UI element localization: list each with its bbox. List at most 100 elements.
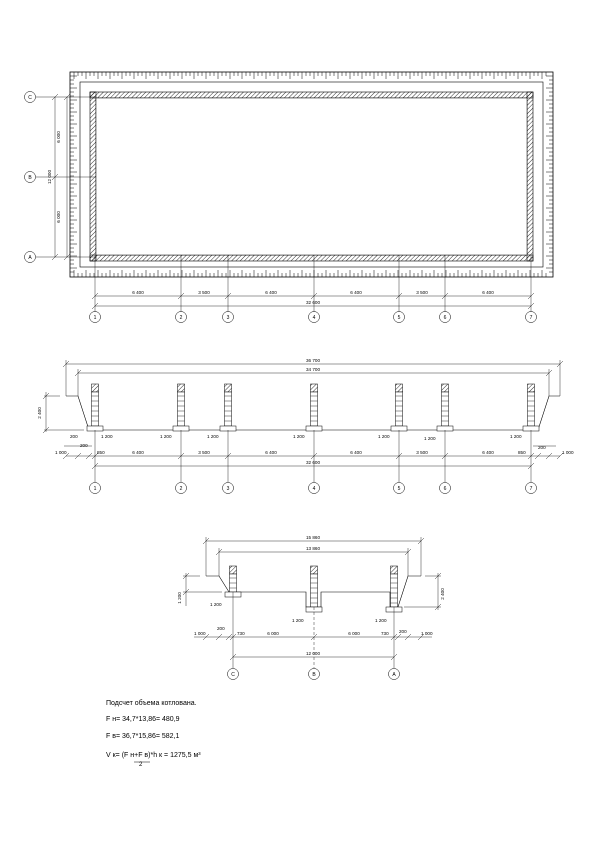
plan-col-axis-6: 6 (444, 315, 447, 321)
cross-footing-3: 1 200 (375, 618, 387, 623)
long-edge-inner-right: 850 (518, 450, 526, 455)
long-footing-offset-left-2: 200 (80, 443, 88, 448)
long-col-dim-5: 3 500 (416, 450, 428, 455)
wall-top (89, 91, 534, 99)
long-edge-inner-left: 850 (97, 450, 105, 455)
cross-footing-1: 1 200 (210, 602, 222, 607)
calc-line-3-denominator: 2 (139, 762, 143, 768)
long-top-dim-outer: 36 700 (306, 358, 320, 363)
column (385, 565, 403, 613)
cross-footing-offset-right: 200 (399, 629, 407, 634)
cross-edge-inner-left: 730 (237, 631, 245, 636)
long-axis-4: 4 (313, 486, 316, 492)
plan-row-total: 12 000 (47, 170, 52, 184)
svg-text:А: А (28, 255, 32, 261)
calc-title: Подсчет объема котлована. (106, 700, 197, 707)
wall-left (89, 91, 97, 262)
cross-edge-inner-right: 730 (381, 631, 389, 636)
cross-section: 15 860 13 860 1 200 2 400 1 200 1 200 1 … (177, 535, 445, 680)
long-footing-offset-right: 200 (538, 445, 546, 450)
cross-top-dim-inner: 13 860 (306, 546, 320, 551)
long-footing-4: 1 200 (293, 434, 305, 439)
long-axis-5: 5 (398, 486, 401, 492)
plan-col-dim-2: 3 500 (198, 290, 210, 295)
plan-col-dim-4: 6 400 (350, 290, 362, 295)
plan-col-axis-4: 4 (313, 315, 316, 321)
plan-col-dim-3: 6 400 (265, 290, 277, 295)
plan-col-axis-1: 1 (94, 315, 97, 321)
cross-excavation-profile (206, 575, 421, 608)
long-depth: 2 400 (37, 407, 42, 419)
calc-line-2: F в= 36,7*15,86= 582,1 (106, 733, 180, 740)
cross-axes: С В А (227, 668, 400, 680)
column (436, 383, 454, 432)
long-axis-7: 7 (530, 486, 533, 492)
plan-axis-b: В (24, 171, 36, 183)
long-footing-7: 1 200 (510, 434, 522, 439)
plan-col-axis-2: 2 (180, 315, 183, 321)
plan-col-dim-6: 6 400 (482, 290, 494, 295)
plan-col-dim-5: 3 500 (416, 290, 428, 295)
column (522, 383, 540, 432)
long-footing-6: 1 200 (424, 436, 436, 441)
cross-axis-b: В (312, 672, 316, 678)
wall-bottom (89, 254, 534, 262)
column (219, 383, 237, 432)
excavation-plan: 6 000 6 000 12 000 С В А 6 400 3 500 6 4… (24, 71, 554, 323)
plan-col-axis-7: 7 (530, 315, 533, 321)
plan-top-outline (69, 71, 554, 278)
cross-columns (224, 565, 403, 613)
long-axis-6: 6 (444, 486, 447, 492)
long-axis-3: 3 (227, 486, 230, 492)
cross-footing-2: 1 200 (292, 618, 304, 623)
long-footing-3: 1 200 (207, 434, 219, 439)
column (305, 565, 323, 613)
cross-row-total: 12 000 (306, 651, 320, 656)
cross-edge-right: 1 000 (421, 631, 433, 636)
long-edge-left: 1 000 (55, 450, 67, 455)
column (86, 383, 104, 432)
plan-col-dim-1: 6 400 (132, 290, 144, 295)
long-footing-2: 1 200 (160, 434, 172, 439)
long-axis-2: 2 (180, 486, 183, 492)
plan-col-axis-3: 3 (227, 315, 230, 321)
cross-depth-left: 1 200 (177, 592, 182, 604)
wall-right (526, 91, 534, 262)
long-axes: 1 2 3 4 5 6 7 (89, 482, 537, 494)
long-footing-5: 1 200 (378, 434, 390, 439)
long-footing-1: 1 200 (101, 434, 113, 439)
column (172, 383, 190, 432)
long-col-total: 32 600 (306, 460, 320, 465)
long-col-dim-1: 6 400 (132, 450, 144, 455)
plan-col-axis-5: 5 (398, 315, 401, 321)
column (390, 383, 408, 432)
plan-axis-a: А (24, 251, 36, 263)
cross-row-dim-1: 6 000 (267, 631, 279, 636)
plan-row-dim-2: 6 000 (56, 211, 61, 223)
cross-edge-left: 1 000 (194, 631, 206, 636)
long-top-dim-inner: 34 700 (306, 367, 320, 372)
calc-line-3: V к= (F н+F в)*h к = 1275,5 м³ (106, 752, 201, 759)
long-columns (86, 383, 540, 432)
long-col-dim-2: 3 500 (198, 450, 210, 455)
column (305, 383, 323, 432)
cross-row-dim-2: 6 000 (348, 631, 360, 636)
plan-col-total: 32 600 (306, 300, 320, 305)
cross-axis-a: А (392, 672, 396, 678)
svg-text:В: В (28, 175, 32, 181)
cross-axis-c: С (231, 672, 235, 678)
cross-depth-right: 2 400 (440, 588, 445, 600)
long-edge-right: 1 000 (562, 450, 574, 455)
plan-axis-c: С (24, 91, 36, 103)
cross-footing-offset-left: 200 (217, 626, 225, 631)
plan-col-axes: 1 2 3 4 5 6 7 (89, 311, 537, 323)
longitudinal-section: 36 700 34 700 2 400 200 200 (37, 358, 574, 494)
long-axis-1: 1 (94, 486, 97, 492)
long-footing-offset-left: 200 (70, 434, 78, 439)
long-col-dim-6: 6 400 (482, 450, 494, 455)
slope-hatching (70, 72, 553, 277)
calc-line-1: F н= 34,7*13,86= 480,9 (106, 716, 180, 723)
plan-interior (95, 97, 528, 256)
plan-row-dim-1: 6 000 (56, 131, 61, 143)
